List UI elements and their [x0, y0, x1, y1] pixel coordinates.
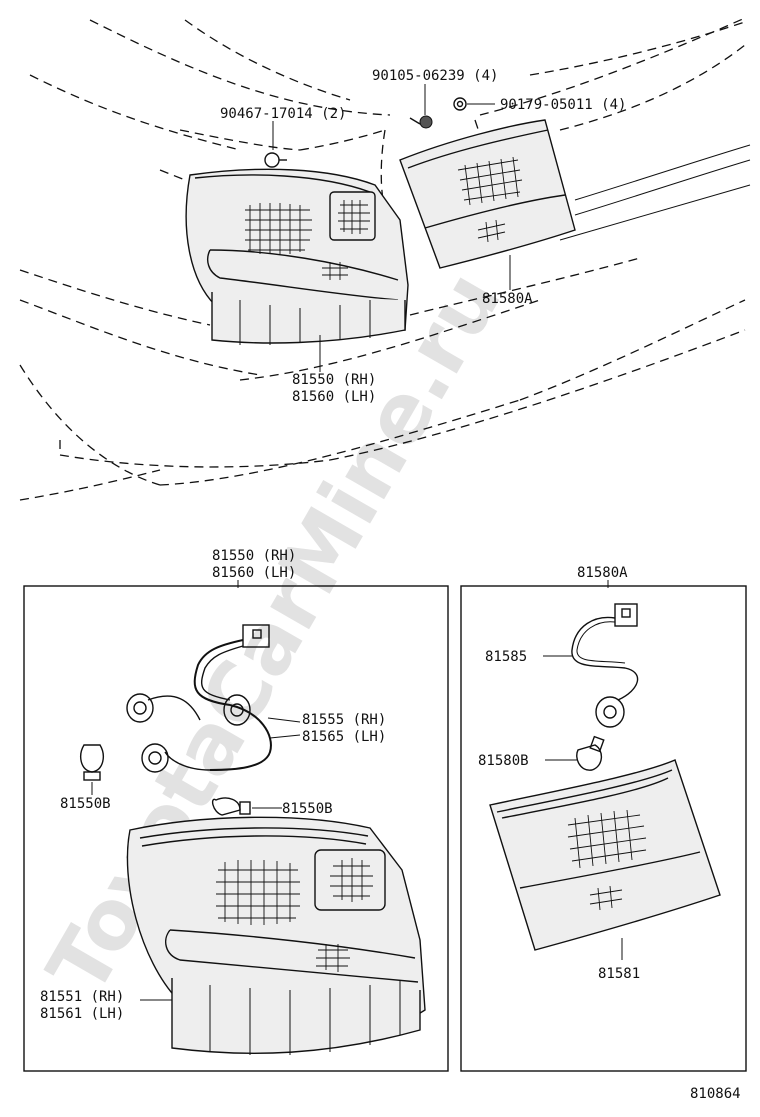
back-door-lens — [489, 759, 721, 951]
bulb-left-icon — [80, 744, 104, 781]
left-leader-lines — [91, 717, 301, 1001]
lamp-housing — [126, 816, 426, 1055]
bulb-right-icon — [211, 797, 251, 816]
top-lamp-grid — [245, 200, 370, 280]
vehicle-body-outline — [19, 17, 751, 501]
lens-socket-wire — [571, 603, 639, 728]
lens-grid — [567, 809, 647, 911]
top-lens-grid — [457, 156, 523, 243]
label-clip: 90467-17014 (2) — [220, 106, 346, 122]
bulb-lens-icon — [576, 735, 605, 771]
left-detail-box — [23, 585, 449, 1072]
right-leader-lines — [543, 655, 623, 960]
screw-icon — [409, 115, 433, 129]
lamp-housing-grid — [216, 858, 373, 972]
socket-wire-harness — [126, 624, 272, 773]
label-lens: 81581 — [598, 966, 640, 982]
label-nut: 90179-05011 (4) — [500, 97, 626, 113]
label-socket-lh: 81565 (LH) — [302, 729, 386, 745]
left-box-title-rh: 81550 (RH) — [212, 548, 296, 564]
label-socket-rh: 81555 (RH) — [302, 712, 386, 728]
top-combination-lamp — [185, 168, 409, 345]
right-detail-box — [460, 585, 747, 1072]
label-body-rh: 81551 (RH) — [40, 989, 124, 1005]
diagram-number: 810864 — [690, 1086, 741, 1102]
label-body-lh: 81561 (LH) — [40, 1006, 124, 1022]
label-lamp-lh: 81560 (LH) — [292, 389, 376, 405]
label-screw: 90105-06239 (4) — [372, 68, 498, 84]
nut-icon — [453, 97, 467, 111]
label-lens-back-door: 81580A — [482, 291, 533, 307]
left-box-title-lh: 81560 (LH) — [212, 565, 296, 581]
label-bulb-left: 81550B — [60, 796, 111, 812]
right-box-title: 81580A — [577, 565, 628, 581]
label-lamp-rh: 81550 (RH) — [292, 372, 376, 388]
label-bulb-right: 81550B — [282, 801, 333, 817]
label-lens-socket: 81585 — [485, 649, 527, 665]
label-lens-bulb: 81580B — [478, 753, 529, 769]
top-leader-lines — [272, 84, 511, 372]
top-back-door-lens — [399, 119, 576, 269]
clip-icon — [264, 152, 287, 168]
